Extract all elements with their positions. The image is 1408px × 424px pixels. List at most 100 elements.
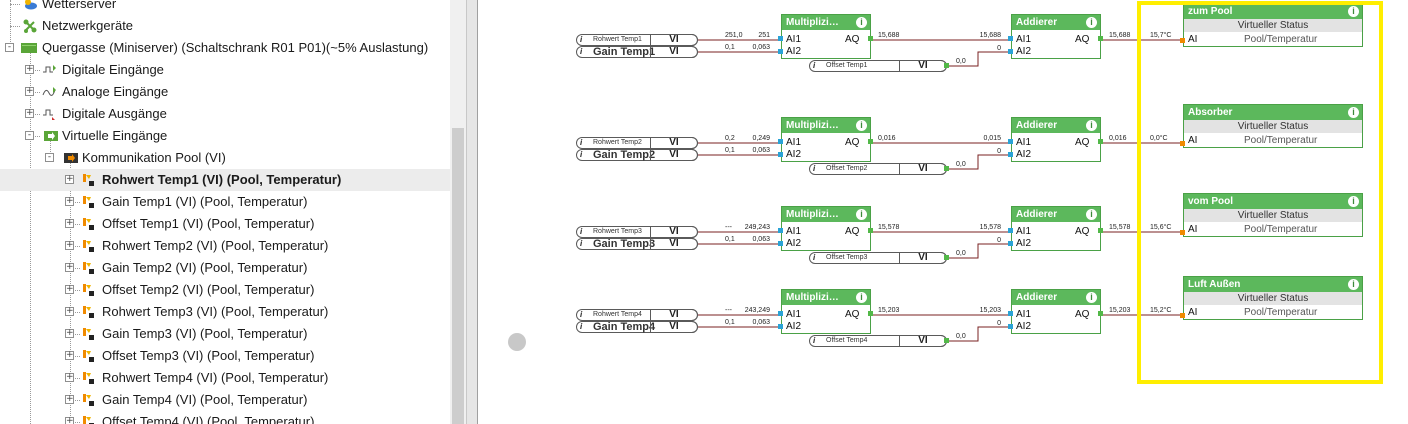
status-value-tag: 15,7°C — [1150, 32, 1172, 39]
expand-icon[interactable]: + — [65, 284, 74, 294]
tree-item-vi[interactable]: +Rohwert Temp3 (VI) (Pool, Temperatur) — [0, 301, 450, 323]
info-icon[interactable]: i — [1348, 279, 1359, 290]
tree-item-analoge-eingaenge[interactable]: +Analoge Eingänge — [0, 81, 450, 103]
expand-icon[interactable]: + — [25, 108, 34, 118]
tree-guide-line — [72, 246, 80, 247]
tree-item-vi[interactable]: +Gain Temp4 (VI) (Pool, Temperatur) — [0, 389, 450, 411]
rohwert-label: Rohwert Temp2 — [593, 139, 642, 146]
collapse-icon[interactable]: - — [45, 153, 54, 162]
tree-item-miniserver[interactable]: -Quergasse (Miniserver) (Schaltschrank R… — [0, 37, 450, 59]
tree-item-virtuelle-eingaenge[interactable]: -Virtuelle Eingänge — [0, 125, 450, 147]
tree-item-kommunikation-pool[interactable]: -Kommunikation Pool (VI) — [0, 147, 450, 169]
communication-icon — [62, 150, 78, 166]
tree-item-vi[interactable]: +Offset Temp1 (VI) (Pool, Temperatur) — [0, 213, 450, 235]
expand-icon[interactable]: + — [65, 262, 74, 272]
expand-icon[interactable]: + — [65, 196, 74, 206]
tree-item-wetterserver[interactable]: Wetterserver — [0, 0, 450, 15]
expand-icon[interactable]: + — [65, 240, 74, 250]
tree-item-vi[interactable]: +Offset Temp2 (VI) (Pool, Temperatur) — [0, 279, 450, 301]
info-icon[interactable]: i — [1086, 209, 1097, 220]
info-icon[interactable]: i — [1348, 6, 1359, 17]
expand-icon[interactable]: + — [65, 416, 74, 424]
vi-type-label: VI — [899, 163, 947, 175]
status-kind-label: Pool/Temperatur — [1244, 34, 1318, 45]
tree-scrollbar-thumb[interactable] — [452, 128, 464, 424]
input-connector — [1180, 38, 1185, 43]
expand-icon[interactable]: + — [65, 394, 74, 404]
mult-in1-tag: 251 — [758, 32, 770, 39]
tree-item-netzwerk[interactable]: Netzwerkgeräte — [0, 15, 450, 37]
network-icon — [22, 18, 38, 34]
tree-item-vi[interactable]: +Rohwert Temp2 (VI) (Pool, Temperatur) — [0, 235, 450, 257]
tree-item-digitale-eingaenge[interactable]: +Digitale Eingänge — [0, 59, 450, 81]
expand-icon[interactable]: + — [65, 350, 74, 360]
info-icon[interactable]: i — [1086, 120, 1097, 131]
expand-icon[interactable]: + — [25, 86, 34, 96]
panel-splitter[interactable] — [466, 0, 478, 424]
expand-icon[interactable]: + — [65, 174, 74, 184]
offset-value-tag: 0,0 — [956, 333, 966, 340]
tree-item-vi[interactable]: +Offset Temp4 (VI) (Pool, Temperatur) — [0, 411, 450, 424]
expand-icon[interactable]: + — [65, 306, 74, 316]
tree-item-digitale-ausgaenge[interactable]: +Digitale Ausgänge — [0, 103, 450, 125]
tree-item-vi[interactable]: +Offset Temp3 (VI) (Pool, Temperatur) — [0, 345, 450, 367]
wire-offset — [947, 326, 1011, 342]
gain-value-tag: 0,1 — [725, 236, 735, 243]
input-connector — [778, 311, 783, 316]
tree-item-vi[interactable]: +Gain Temp2 (VI) (Pool, Temperatur) — [0, 257, 450, 279]
offset-label: Offset Temp1 — [826, 62, 868, 69]
info-icon[interactable]: i — [856, 209, 867, 220]
tree-guide-line — [72, 268, 80, 269]
info-icon[interactable]: i — [856, 120, 867, 131]
port-aq: AQ — [845, 226, 860, 237]
mult-in2-tag: 0,063 — [752, 44, 770, 51]
collapse-icon[interactable]: - — [5, 43, 14, 52]
collapse-icon[interactable]: - — [25, 131, 34, 140]
output-connector — [944, 338, 949, 343]
input-connector — [778, 139, 783, 144]
expand-icon[interactable]: + — [25, 64, 34, 74]
info-icon[interactable]: i — [856, 17, 867, 28]
gain-value-tag: 0,1 — [725, 319, 735, 326]
tree-item-vi[interactable]: +Rohwert Temp1 (VI) (Pool, Temperatur) — [0, 169, 450, 191]
virtual-status-label: Virtueller Status — [1184, 120, 1362, 133]
info-icon[interactable]: i — [1086, 17, 1097, 28]
expand-icon[interactable]: + — [65, 328, 74, 338]
info-icon[interactable]: i — [856, 292, 867, 303]
mult-in2-tag: 0,063 — [752, 236, 770, 243]
status-title: Absorber — [1184, 105, 1362, 120]
info-icon[interactable]: i — [1348, 107, 1359, 118]
info-icon[interactable]: i — [1086, 292, 1097, 303]
expand-icon[interactable]: + — [65, 218, 74, 228]
tree-item-vi[interactable]: +Gain Temp1 (VI) (Pool, Temperatur) — [0, 191, 450, 213]
tree-item-vi[interactable]: +Gain Temp3 (VI) (Pool, Temperatur) — [0, 323, 450, 345]
tree-item-vi[interactable]: +Rohwert Temp4 (VI) (Pool, Temperatur) — [0, 367, 450, 389]
expand-icon[interactable]: + — [65, 372, 74, 382]
info-icon[interactable]: i — [1348, 196, 1359, 207]
